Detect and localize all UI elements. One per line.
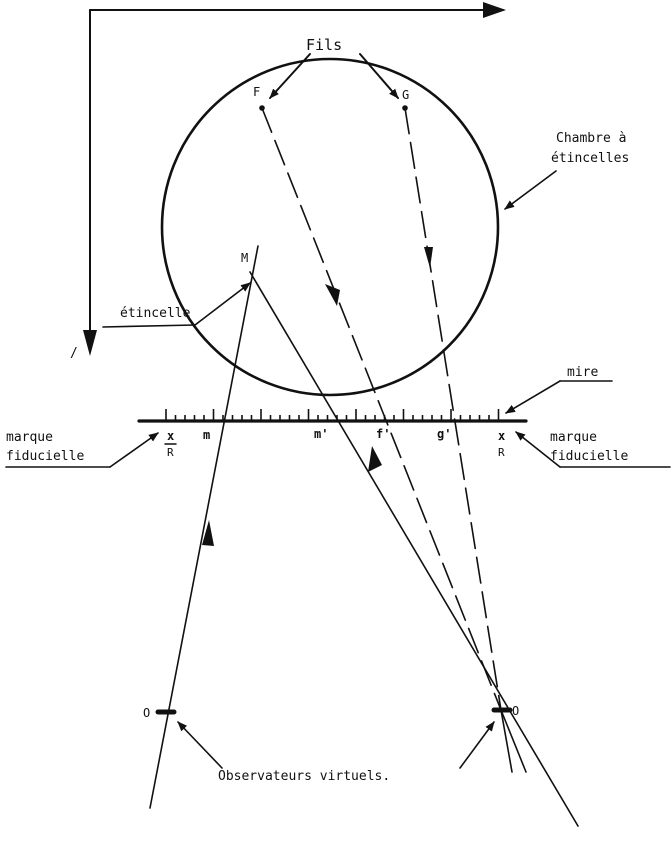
wire-g-label: G [402, 88, 409, 102]
ray-f-arrowhead [325, 284, 340, 306]
fils-arrow-to-g [359, 53, 399, 99]
mire-pointer-arrow [505, 380, 561, 414]
left-ray-arrowhead [202, 520, 214, 546]
mire-ticks [165, 409, 500, 421]
dashed-ray-from-f [261, 107, 502, 711]
observateurs-arrow-right [459, 721, 495, 769]
ray-g-arrowhead [424, 247, 433, 268]
ray-m-to-left-observer [149, 245, 259, 809]
chambre-label-line1: Chambre à [556, 131, 626, 146]
fiducial-r-right: R [498, 446, 505, 459]
observateurs-label: Observateurs virtuels. [218, 769, 390, 784]
marque-right-line2: fiducielle [550, 449, 628, 464]
marque-left-line2: fiducielle [6, 449, 84, 464]
fiducial-x-right: x [498, 429, 505, 443]
right-observer-label: O [512, 704, 519, 718]
etincelle-leader-line [102, 324, 196, 328]
dashed-ray-from-g [404, 107, 502, 711]
scale-point-m-prime: m' [314, 427, 328, 441]
chambre-pointer-arrow [504, 170, 557, 210]
point-m-label: M [241, 251, 248, 265]
observer-tail-2 [500, 709, 527, 773]
chambre-label-line2: étincelles [551, 151, 629, 166]
etincelle-label: étincelle [120, 306, 191, 321]
marque-right-line1: marque [550, 430, 597, 445]
frame-left-arrowhead [83, 330, 97, 356]
wire-f-label: F [253, 85, 260, 99]
right-ray-arrowhead [368, 446, 382, 472]
frame-axes [83, 2, 506, 356]
ray-m-through-right-observer [249, 271, 579, 827]
marque-right-pointer-arrow [515, 431, 561, 468]
fils-arrow-to-f [269, 53, 311, 99]
observer-tail-1 [500, 709, 513, 773]
slash-mark: / [70, 346, 78, 361]
marque-left-line1: marque [6, 430, 53, 445]
left-observer-label: O [143, 706, 150, 720]
marque-left-pointer-arrow [109, 432, 159, 468]
scale-point-m: m [203, 428, 210, 442]
etincelle-pointer-arrow [194, 282, 251, 326]
scale-point-f-prime: f' [376, 427, 390, 441]
fiducial-x-left: x [167, 429, 174, 443]
observateurs-arrow-left [177, 721, 223, 769]
frame-top-arrowhead [483, 2, 506, 18]
mire-label: mire [567, 365, 598, 380]
spark-chamber-circle [160, 57, 500, 397]
fiducial-r-left: R [167, 446, 174, 459]
fils-label: Fils [306, 36, 342, 54]
scale-point-g-prime: g' [437, 427, 451, 441]
